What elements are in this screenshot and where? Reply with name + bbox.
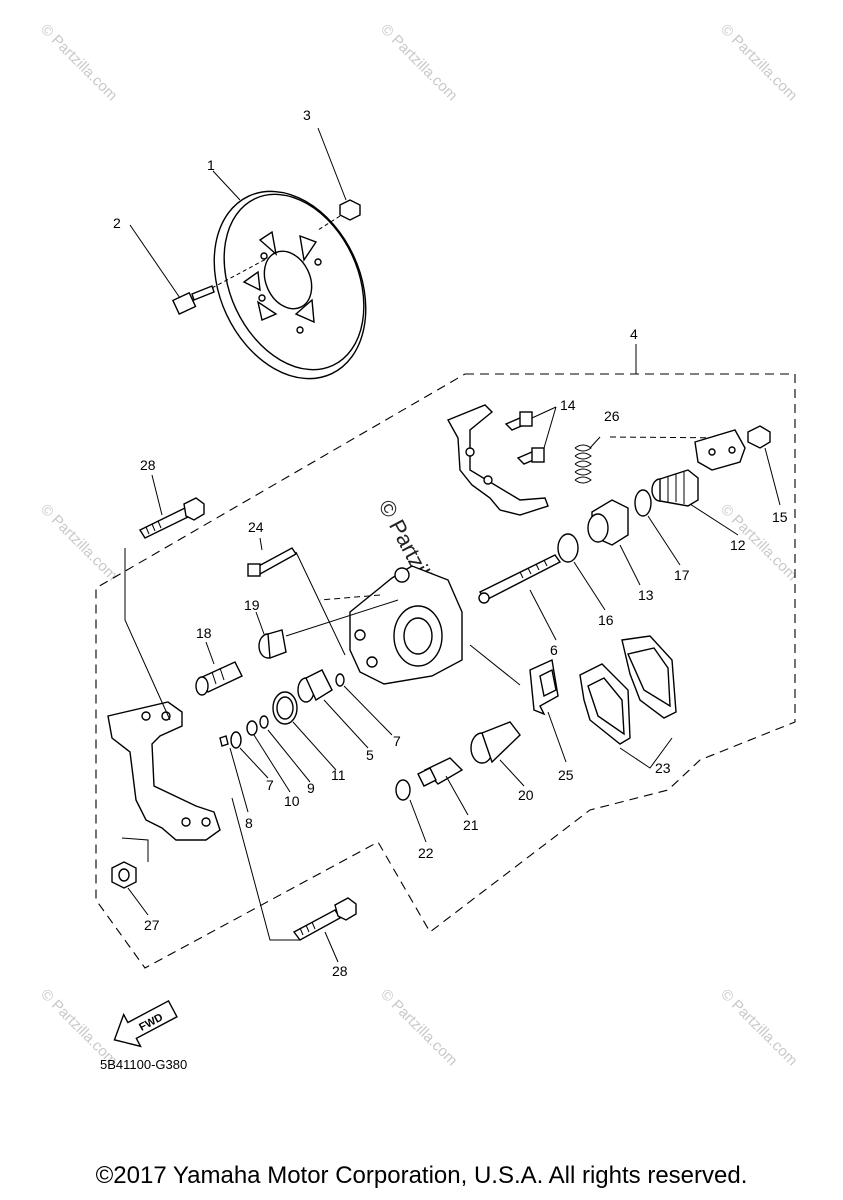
- callout-16: 16: [598, 612, 614, 628]
- callout-7-right: 7: [393, 733, 401, 749]
- piston: [470, 721, 525, 787]
- callout-23: 23: [655, 760, 671, 776]
- caliper-body: [319, 565, 521, 686]
- callout-14: 14: [560, 397, 576, 413]
- callout-2: 2: [113, 215, 121, 231]
- callout-25: 25: [558, 767, 574, 783]
- callout-10: 10: [284, 793, 300, 809]
- forward-arrow-icon: FWD: [113, 999, 178, 1048]
- callout-20: 20: [518, 787, 534, 803]
- callout-27: 27: [144, 917, 160, 933]
- seal-stack: [219, 669, 393, 813]
- adjuster-shaft: [478, 554, 562, 641]
- watermark: © Partzilla.com: [377, 986, 460, 1069]
- slide-pin: [195, 641, 243, 696]
- bracket-bolt-lower: [231, 797, 357, 963]
- callout-5: 5: [366, 747, 374, 763]
- callout-8: 8: [245, 815, 253, 831]
- callout-4: 4: [630, 326, 638, 342]
- return-spring: [574, 436, 741, 484]
- brake-lever: [694, 429, 746, 471]
- callout-21: 21: [463, 817, 479, 833]
- dust-boot: [651, 469, 739, 536]
- washer: [395, 779, 427, 843]
- callout-labels: 1 2 3 4 14 26 28 24 19 18 7 5 11 9 10 7 …: [113, 107, 788, 979]
- callout-22: 22: [418, 845, 434, 861]
- adjuster-nut: [587, 499, 641, 586]
- pad-clip: [529, 658, 567, 763]
- bleed-screw: [417, 757, 469, 816]
- callout-6: 6: [550, 642, 558, 658]
- bracket-bolt-upper: [138, 474, 205, 539]
- callout-11: 11: [331, 767, 346, 783]
- caliper-bracket: [107, 548, 221, 862]
- watermark: © Partzilla.com: [37, 21, 120, 104]
- callout-3: 3: [303, 107, 311, 123]
- upper-bracket: [447, 404, 557, 516]
- o-ring-large: [557, 533, 606, 611]
- callout-12: 12: [730, 537, 746, 553]
- brake-pads: [579, 635, 677, 769]
- callout-15: 15: [772, 509, 788, 525]
- parts-diagram: © Partzilla.com © Partzilla.com © Partzi…: [37, 21, 800, 1069]
- copyright-notice: ©2017 Yamaha Motor Corporation, U.S.A. A…: [95, 1162, 748, 1189]
- callout-28-lower: 28: [332, 963, 348, 979]
- watermark: © Partzilla.com: [37, 501, 120, 584]
- callout-7-left: 7: [266, 777, 274, 793]
- callout-17: 17: [674, 567, 690, 583]
- o-ring-small: [634, 489, 681, 566]
- diagram-code: 5B41100-G380: [100, 1057, 188, 1072]
- watermark: © Partzilla.com: [717, 986, 800, 1069]
- callout-1: 1: [207, 157, 215, 173]
- callout-9: 9: [307, 780, 315, 796]
- assembly-outline: [95, 373, 796, 969]
- bushing: [255, 599, 399, 659]
- brake-disc: [212, 170, 367, 380]
- lever-nut: [747, 425, 781, 506]
- caliper-pin: [247, 537, 346, 656]
- callout-13: 13: [638, 587, 654, 603]
- disc-bolt: [129, 224, 269, 315]
- callout-24: 24: [248, 519, 264, 535]
- watermark: © Partzilla.com: [377, 21, 460, 104]
- bracket-nut: [111, 861, 149, 916]
- callout-28-upper: 28: [140, 457, 156, 473]
- callout-19: 19: [244, 597, 260, 613]
- watermark: © Partzilla.com: [717, 21, 800, 104]
- disc-nut: [317, 127, 361, 231]
- callout-18: 18: [196, 625, 212, 641]
- callout-26: 26: [604, 408, 620, 424]
